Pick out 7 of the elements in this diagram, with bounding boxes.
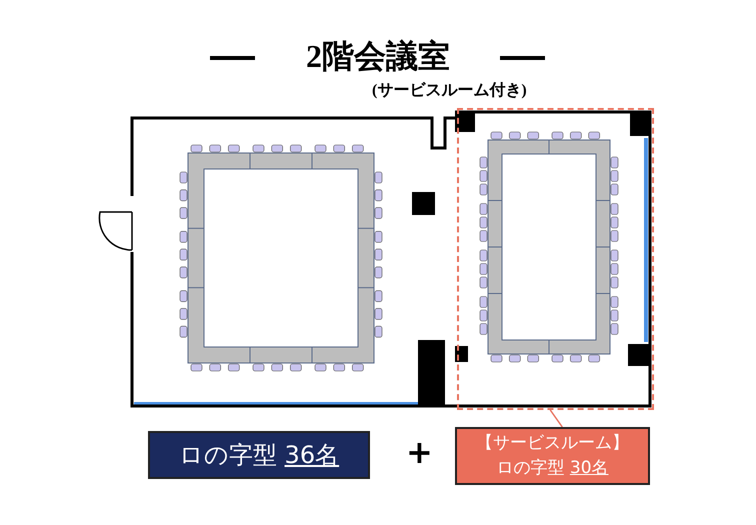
leader-line <box>550 410 563 428</box>
capacity-label: ロの字型 36名 <box>148 431 370 479</box>
service-room-outline <box>457 108 654 410</box>
capacity-label: 【サービスルーム】 ロの字型 30名 <box>455 427 650 485</box>
plus-sign: + <box>406 432 433 472</box>
subtitle: (サービスルーム付き) <box>372 81 527 101</box>
title: 2階会議室 <box>306 38 450 74</box>
